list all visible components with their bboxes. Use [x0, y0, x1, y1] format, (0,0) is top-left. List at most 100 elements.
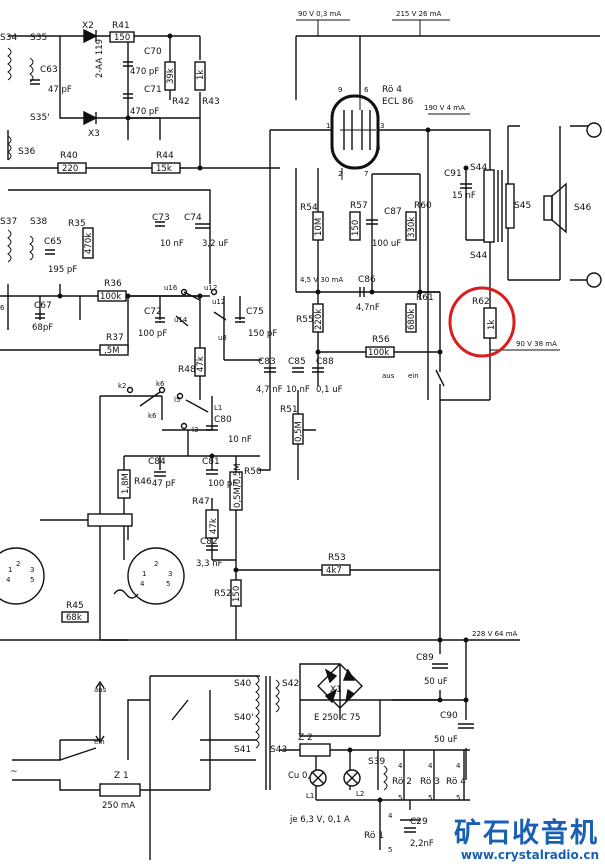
resistor-r36 — [97, 290, 127, 302]
schematic-label: R36 — [104, 279, 122, 289]
schematic-label: S44 — [470, 251, 487, 261]
schematic-label: 10M — [314, 218, 324, 236]
schematic-label: L1 — [214, 404, 222, 412]
schematic-label: 150 — [351, 220, 361, 236]
schematic-label: R48 — [178, 365, 196, 375]
schematic-label: 1k — [196, 70, 206, 80]
schematic-label: S40' — [234, 713, 254, 723]
tube-pin-1: 1 — [326, 122, 330, 130]
schematic-label: 5 — [456, 794, 460, 802]
schematic-label: C29 — [410, 817, 428, 827]
schematic-label: 47k — [196, 356, 206, 372]
resistor-r41 — [109, 31, 135, 43]
schematic-label: 150 — [114, 33, 130, 43]
schematic-label: C90 — [440, 711, 458, 721]
schematic-label: R43 — [202, 97, 220, 107]
schematic-label: 1k — [487, 320, 497, 330]
watermark: 矿石收音机 www.crystalradio.cn — [454, 819, 599, 862]
schematic-label: 330k — [407, 217, 417, 238]
schematic-label: 4,7nF — [356, 303, 380, 313]
schematic-label: C81 — [202, 457, 220, 467]
resistor-r37 — [99, 344, 129, 356]
schematic-label: R62 — [472, 297, 490, 307]
schematic-label: R46 — [134, 477, 152, 487]
schematic-label: 10 nF — [228, 435, 252, 445]
tube-pin-2: 2 — [338, 170, 342, 178]
schematic-label: u8 — [218, 334, 227, 342]
schematic-label: E 250 C 75 — [314, 713, 360, 723]
tube-pin-9: 9 — [338, 86, 342, 94]
schematic-label: 1 — [142, 570, 146, 578]
schematic-label: S44 — [470, 163, 487, 173]
resistor-r43 — [194, 61, 206, 91]
supply-90v-top: 90 V 0,3 mA — [298, 10, 341, 18]
tube-type: ECL 86 — [382, 97, 414, 107]
schematic-label: 5 — [398, 794, 402, 802]
speaker-icon — [543, 195, 553, 221]
schematic-label: 195 pF — [48, 265, 77, 275]
schematic-label: k6 — [156, 380, 165, 388]
schematic-label: X3 — [88, 129, 100, 139]
schematic-label: 0,5M/0,5M — [233, 463, 243, 508]
supply-190v: 190 V 4 mA — [424, 104, 465, 112]
schematic-label: R44 — [156, 151, 174, 161]
schematic-label: 220 — [62, 164, 78, 174]
supply-228v: 228 V 64 mA — [472, 630, 518, 638]
schematic-label: u12 — [204, 284, 217, 292]
schematic-label: 50 uF — [424, 677, 448, 687]
schematic-label: 100k — [368, 348, 389, 358]
schematic-label: 0,1 uF — [316, 385, 343, 395]
schematic-label: ,5M — [104, 346, 119, 356]
schematic-label: R57 — [350, 201, 368, 211]
phone-jack-icon — [87, 513, 133, 527]
highlight-circle-r62 — [448, 286, 516, 358]
resistor-r35 — [82, 227, 94, 259]
schematic-label: 4 — [456, 762, 461, 770]
resistor-r45 — [61, 611, 89, 623]
resistor-r53 — [321, 564, 351, 576]
schematic-label: u16 — [164, 284, 178, 292]
supply-90v-bottom: 90 V 38 mA — [516, 340, 557, 348]
schematic-label: C80 — [214, 415, 232, 425]
schematic-label: 0,5M — [294, 421, 304, 442]
schematic-label: 47 pF — [152, 479, 176, 489]
supply-labels: 90 V 0,3 mA 215 V 26 mA 190 V 4 mA 4,5 V… — [296, 10, 560, 641]
schematic-label: S40 — [234, 679, 251, 689]
schematic-label: R55 — [296, 315, 314, 325]
schematic-label: R37 — [106, 333, 124, 343]
schematic-label: X1 — [330, 685, 342, 695]
resistor-r62 — [483, 307, 497, 339]
schematic-label: 470 pF — [130, 107, 159, 117]
resistor-r42 — [164, 61, 176, 91]
resistor-r61 — [405, 303, 417, 333]
schematic-label: C88 — [316, 357, 334, 367]
resistor-r51 — [292, 413, 304, 445]
schematic-label: 15k — [156, 164, 172, 174]
schematic-label: C65 — [44, 237, 62, 247]
schematic-label: 1 — [8, 566, 12, 574]
schematic-label: C74 — [184, 213, 202, 223]
schematic-label: aus — [382, 372, 395, 380]
schematic-label: R47 — [192, 497, 210, 507]
resistor-r46 — [117, 469, 131, 499]
schematic-label: 3 — [30, 566, 34, 574]
schematic-label: S41 — [234, 745, 251, 755]
tube-pin-7: 7 — [364, 170, 368, 178]
misc: 6 Z 1 250 mA Z 2 Cu 0,3B L1 L2 je 6,3 V,… — [0, 304, 466, 854]
tube-pin-8: 8 — [376, 144, 380, 152]
schematic-label: 220k — [314, 309, 324, 330]
schematic-label: Z 1 — [114, 771, 129, 781]
resistors: R41 150 R42 39k R43 1k R40 220 R44 15k R… — [57, 21, 497, 623]
schematic-label: l5 — [174, 396, 180, 404]
schematic-label: 10 nF — [160, 239, 184, 249]
schematic-label: 2 — [16, 560, 20, 568]
resistor-r57 — [349, 211, 361, 241]
resistor-r48 — [194, 347, 206, 377]
schematic-label: S35' — [30, 113, 50, 123]
schematic-label: 2-AA 119 — [95, 39, 105, 78]
schematic-label: 10 nF — [286, 385, 310, 395]
schematic-label: 2 — [154, 560, 158, 568]
schematic-label: R56 — [372, 335, 390, 345]
schematic-label: k2 — [118, 382, 127, 390]
schematic-label: C73 — [152, 213, 170, 223]
